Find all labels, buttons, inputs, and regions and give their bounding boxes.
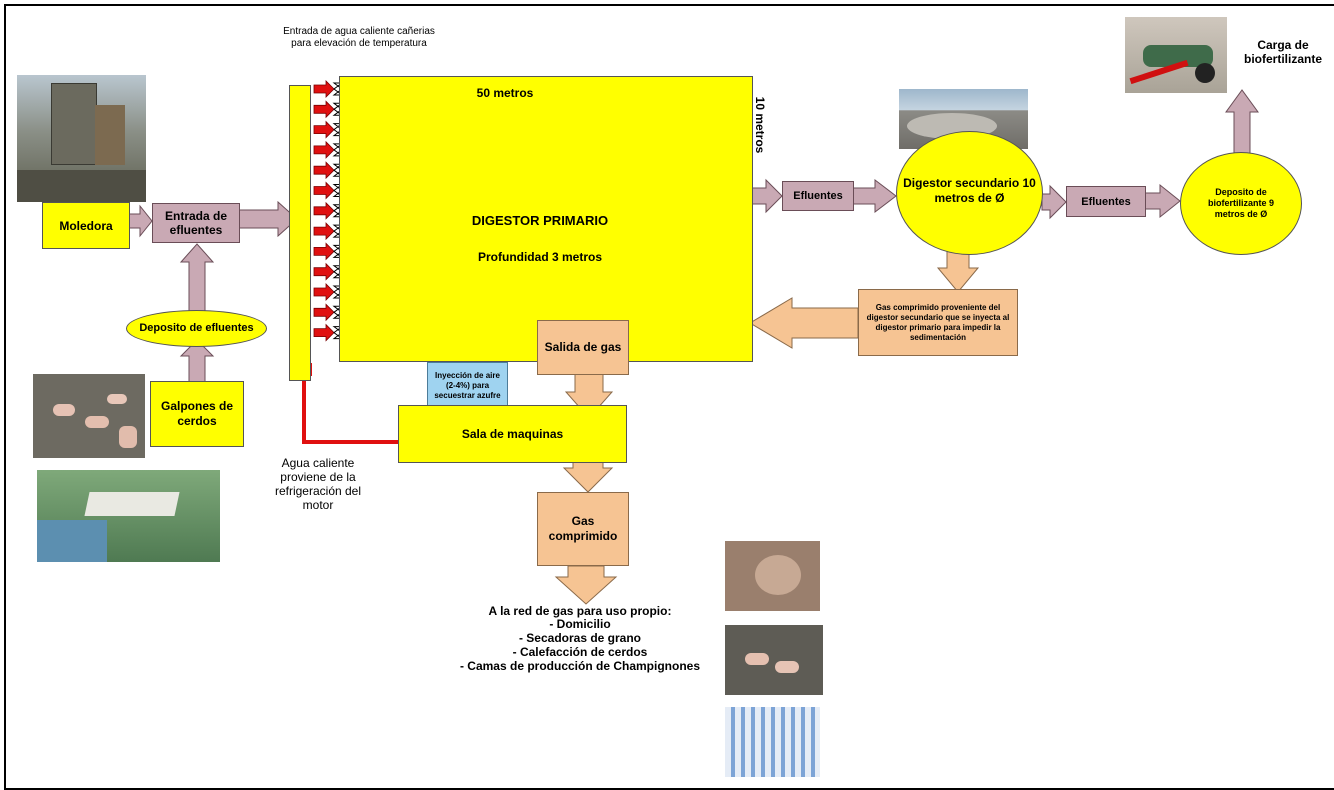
- pigs-photo-2: [725, 625, 823, 695]
- moledora-photo: [17, 75, 146, 202]
- farm-aerial-photo: [37, 470, 220, 562]
- primary-digester: [339, 76, 753, 362]
- heater-arrow: [313, 262, 335, 281]
- gas-injection-box: Gas comprimido proveniente del digestor …: [858, 289, 1018, 356]
- gas-use-item-0: - Domicilio: [549, 617, 611, 631]
- arrow-entrada-digestor: [238, 200, 298, 238]
- gas-use-item-1: - Secadoras de grano: [518, 631, 642, 645]
- heater-arrow: [313, 323, 335, 342]
- carga-label: Carga de biofertilizante: [1243, 38, 1322, 66]
- heater-arrow: [313, 181, 335, 200]
- arrow-secundario-efluentes: [1041, 184, 1067, 220]
- heater-arrow: [313, 303, 335, 322]
- arrow-gas-primario: [749, 297, 859, 349]
- inlet-pipe-column: [289, 85, 311, 381]
- heater-arrow: [313, 80, 335, 98]
- deposito-efluentes-ellipse: Deposito de efluentes: [126, 310, 267, 347]
- heater-arrow: [313, 120, 335, 139]
- efluentes-box-1: Efluentes: [782, 181, 854, 211]
- salida-gas-box: Salida de gas: [537, 320, 629, 375]
- arrow-galpones-deposito: [179, 339, 215, 383]
- sala-maquinas-box: Sala de maquinas: [398, 405, 627, 463]
- biofertilizer-tank: Deposito de biofertilizante 9 metros de …: [1180, 152, 1302, 255]
- hot-water-pipe: [302, 372, 408, 444]
- heater-arrow: [313, 201, 335, 220]
- mushroom-photo-1: [725, 541, 820, 611]
- length-label: 50 metros: [476, 86, 534, 100]
- gas-network-title: A la red de gas para uso propio:: [488, 604, 672, 618]
- efluentes-box-2: Efluentes: [1066, 186, 1146, 217]
- galpones-cerdos-box: Galpones de cerdos: [150, 381, 244, 447]
- inlet-water-label: Entrada de agua caliente cañerias para e…: [283, 26, 435, 49]
- heater-arrow: [313, 242, 335, 261]
- secondary-digester: Digestor secundario 10 metros de Ø: [896, 131, 1043, 255]
- arrow-efluentes-biofert: [1144, 183, 1181, 219]
- gas-use-item-2: - Calefacción de cerdos: [512, 645, 648, 659]
- primary-digester-depth: Profundidad 3 metros: [477, 250, 602, 264]
- entrada-efluentes-box: Entrada de efluentes: [152, 203, 240, 243]
- air-injection-box: Inyección de aire (2-4%) para secuestrar…: [427, 362, 508, 410]
- heater-arrows: [313, 80, 344, 342]
- gas-use-item-3: - Camas de producción de Champignones: [459, 659, 701, 673]
- arrow-biofert-carga: [1225, 89, 1259, 156]
- heater-arrow: [313, 140, 335, 159]
- tanker-photo: [1125, 17, 1227, 93]
- pigpen-photo: [33, 374, 145, 458]
- heater-arrow: [313, 283, 335, 301]
- arrow-gas-red: [554, 565, 618, 605]
- arrow-efluentes-secundario: [852, 178, 897, 214]
- arrow-moledora-entrada: [128, 204, 153, 238]
- moledora-box: Moledora: [42, 202, 130, 249]
- arrow-deposito-entrada: [179, 243, 215, 313]
- agua-caliente-label: Agua caliente proviene de la refrigeraci…: [274, 456, 362, 512]
- primary-digester-title: DIGESTOR PRIMARIO: [471, 213, 609, 228]
- gas-comprimido-box: Gas comprimido: [537, 492, 629, 566]
- heater-arrow: [313, 161, 335, 180]
- heater-arrow: [313, 100, 335, 119]
- width-label: 10 metros: [753, 96, 767, 154]
- mushroom-trays-photo: [725, 707, 820, 777]
- heater-arrow: [313, 222, 335, 241]
